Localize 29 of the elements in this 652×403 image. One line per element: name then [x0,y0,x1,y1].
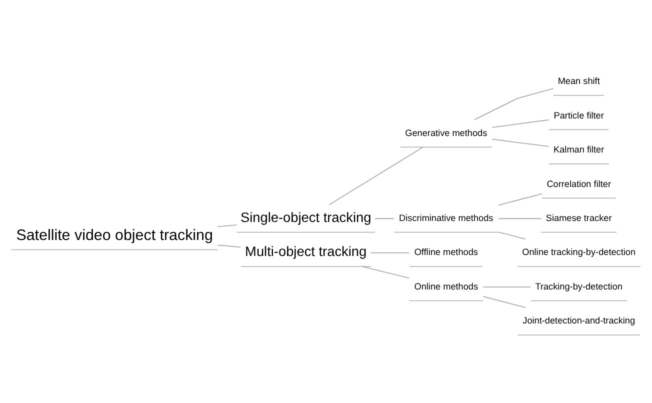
connector [482,286,531,288]
node-text: Tracking-by-detection [535,281,622,292]
connector [482,296,526,308]
node-text: Online methods [414,281,478,292]
connector [492,138,550,147]
connector [374,218,394,220]
node-text: Kalman filter [554,144,604,155]
connector [492,119,550,128]
connector [498,232,526,240]
node-text: Single-object tracking [240,210,372,225]
connector [370,252,410,254]
node-text: Offline methods [414,247,478,258]
connector [498,218,542,220]
node-text: Mean shift [558,76,600,86]
node-text: Generative methods [405,128,488,138]
connector [217,224,238,228]
connector [474,88,554,120]
node-text: Discriminative methods [399,212,494,223]
connector [217,244,242,248]
node-text: Satellite video object tracking [16,226,213,244]
node-text: Online tracking-by-detection [522,247,636,258]
node-text: Joint-detection-and-tracking [522,316,636,326]
node-text: Particle filter [554,110,604,120]
node-text: Correlation filter [546,178,611,189]
node-text: Siamese tracker [546,212,612,223]
connector [328,146,424,206]
node-text: Multi-object tracking [245,244,367,260]
connector [498,193,542,206]
connector [362,266,410,279]
